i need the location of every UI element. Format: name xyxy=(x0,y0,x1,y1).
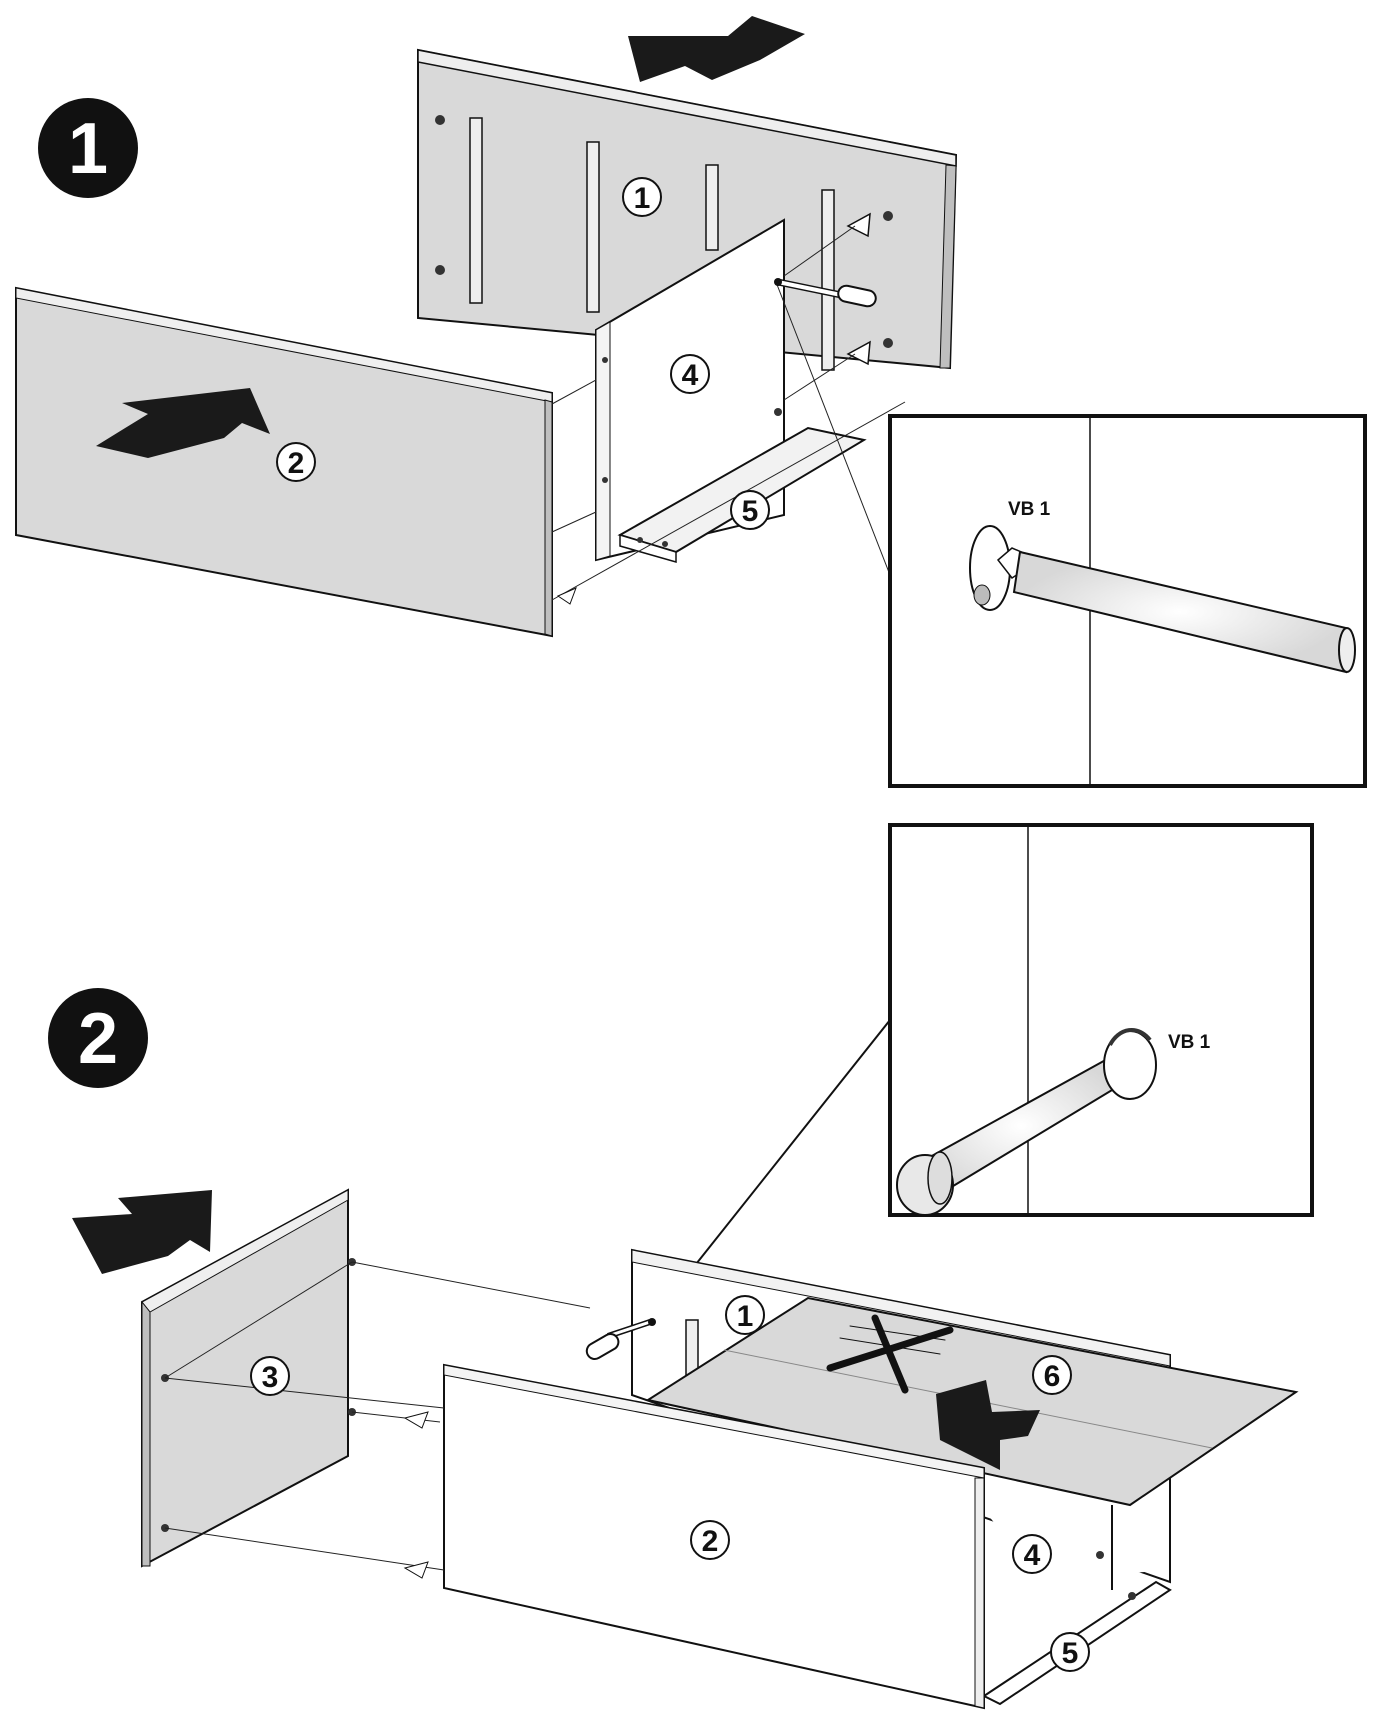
screwdriver-icon xyxy=(585,1318,656,1360)
svg-text:3: 3 xyxy=(262,1361,279,1394)
part-label-6: 6 xyxy=(1032,1355,1072,1395)
cam-lock-icon xyxy=(969,525,1011,611)
svg-text:4: 4 xyxy=(682,359,699,392)
step-1-number: 1 xyxy=(68,109,108,189)
svg-text:5: 5 xyxy=(742,495,759,528)
svg-text:2: 2 xyxy=(702,1525,719,1558)
svg-text:5: 5 xyxy=(1062,1637,1079,1670)
push-arrow-icon xyxy=(96,388,270,458)
push-arrow-icon xyxy=(628,16,805,82)
part-label-1: 1 xyxy=(622,177,662,217)
svg-text:6: 6 xyxy=(1044,1360,1061,1393)
svg-text:1: 1 xyxy=(737,1300,754,1333)
callout-label-vb1: VB 1 xyxy=(1008,499,1051,520)
part-label-1: 1 xyxy=(725,1295,765,1335)
detail-callout-step-2: VB 1 xyxy=(888,823,1314,1217)
part-label-5: 5 xyxy=(730,490,770,530)
part-label-4: 4 xyxy=(1012,1534,1052,1574)
step-1: 1 xyxy=(15,16,1367,788)
side-panel-3 xyxy=(141,1188,356,1568)
no-cross-icon xyxy=(826,1314,954,1394)
step-1-badge: 1 xyxy=(38,98,138,198)
guide-lines xyxy=(164,1261,591,1571)
screwdriver-icon xyxy=(996,547,1356,674)
svg-text:2: 2 xyxy=(288,447,305,480)
step-2-badge: 2 xyxy=(48,988,148,1088)
push-arrow-icon xyxy=(72,1190,212,1274)
cam-lock-icon xyxy=(1103,1027,1157,1100)
part-label-5: 5 xyxy=(1050,1632,1090,1672)
svg-text:4: 4 xyxy=(1024,1539,1041,1572)
part-label-3: 3 xyxy=(250,1356,290,1396)
part-label-2: 2 xyxy=(690,1520,730,1560)
part-label-4: 4 xyxy=(670,354,710,394)
step-2: 2 VB 1 xyxy=(48,823,1314,1710)
screwdriver-icon xyxy=(774,278,877,308)
detail-callout-step-1: VB 1 xyxy=(888,414,1367,788)
part-label-2: 2 xyxy=(276,442,316,482)
callout-label-vb1: VB 1 xyxy=(1168,1032,1211,1053)
screwdriver-icon xyxy=(896,1050,1134,1216)
step-2-number: 2 xyxy=(78,999,118,1079)
svg-text:1: 1 xyxy=(634,182,651,215)
guide-lines xyxy=(551,225,906,601)
push-arrow-icon xyxy=(936,1380,1040,1470)
